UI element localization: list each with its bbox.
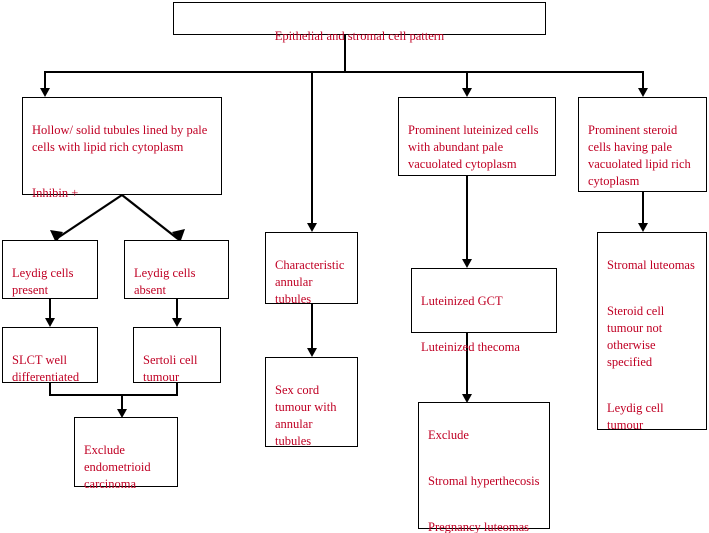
node-sertoli-cell-tumour-label: Sertoli cell tumour xyxy=(143,353,198,384)
node-exclude-stromal-line2: Stromal hyperthecosis xyxy=(428,474,540,488)
edge-merge-to-exclude xyxy=(121,394,123,410)
node-stromal-luteomas: Stromal luteomas Steroid cell tumour not… xyxy=(597,232,707,432)
node-stromal-luteomas-line2: Steroid cell tumour not otherwise specif… xyxy=(607,304,665,369)
edge-distributor-bar xyxy=(44,71,644,73)
node-stromal-luteomas-line1: Stromal luteomas xyxy=(607,258,695,272)
node-exclude-stromal-line1: Exclude xyxy=(428,428,469,442)
node-hollow-solid-tubules: Hollow/ solid tubules lined by pale cell… xyxy=(22,97,222,200)
edge-drop-branch-1 xyxy=(44,71,46,89)
node-sex-cord-tumour-annular-tubules: Sex cord tumour with annular tubules xyxy=(265,357,358,448)
node-characteristic-annular-tubules-label: Characteristic annular tubules xyxy=(275,258,345,306)
node-root: Epithelial and stromal cell pattern xyxy=(173,2,546,43)
edge-fanout-leydig xyxy=(50,194,185,243)
node-luteinized-gct-line1: Luteinized GCT xyxy=(421,294,503,308)
arrowhead-slct xyxy=(45,318,55,327)
arrowhead-luteinized-gct xyxy=(462,259,472,268)
node-prominent-luteinized-cells-label: Prominent luteinized cells with abundant… xyxy=(408,123,539,171)
node-sertoli-cell-tumour: Sertoli cell tumour xyxy=(133,327,221,384)
node-stromal-luteomas-line3: Leydig cell tumour xyxy=(607,401,664,432)
arrowhead-sertoli xyxy=(172,318,182,327)
node-prominent-luteinized-cells: Prominent luteinized cells with abundant… xyxy=(398,97,556,176)
edge-drop-branch-2 xyxy=(311,71,313,224)
node-exclude-stromal-line3: Pregnancy luteomas xyxy=(428,520,530,533)
arrowhead-branch-2 xyxy=(307,223,317,232)
edge-luteinized-to-gct xyxy=(466,176,468,260)
node-hollow-solid-tubules-line1: Hollow/ solid tubules lined by pale cell… xyxy=(32,123,208,154)
node-leydig-cells-absent: Leydig cells absent xyxy=(124,240,229,299)
arrowhead-exclude-stromal xyxy=(462,394,472,403)
node-exclude-endometrioid-carcinoma-label: Exclude endometrioid carcinoma xyxy=(84,443,151,491)
edge-steroid-to-stromal-luteomas xyxy=(642,192,644,224)
edge-merge-bar-exclude xyxy=(49,394,178,396)
edge-drop-branch-4 xyxy=(642,71,644,89)
edge-sertoli-down xyxy=(176,383,178,396)
node-hollow-solid-tubules-line2: Inhibin + xyxy=(32,186,79,200)
arrowhead-stromal-luteomas xyxy=(638,223,648,232)
node-root-label: Epithelial and stromal cell pattern xyxy=(274,29,445,43)
node-exclude-endometrioid-carcinoma: Exclude endometrioid carcinoma xyxy=(74,417,178,491)
arrowhead-branch-4 xyxy=(638,88,648,97)
node-slct-well-differentiated-label: SLCT well differentiated xyxy=(12,353,80,384)
node-prominent-steroid-cells: Prominent steroid cells having pale vacu… xyxy=(578,97,707,192)
arrowhead-sex-cord-tumour xyxy=(307,348,317,357)
node-prominent-steroid-cells-label: Prominent steroid cells having pale vacu… xyxy=(588,123,691,188)
edge-leydig-absent-to-sertoli xyxy=(176,299,178,319)
edge-annular-to-sexcord xyxy=(311,304,313,349)
edge-leydig-present-to-slct xyxy=(49,299,51,319)
arrowhead-branch-3 xyxy=(462,88,472,97)
node-leydig-cells-present: Leydig cells present xyxy=(2,240,98,299)
node-characteristic-annular-tubules: Characteristic annular tubules xyxy=(265,232,358,306)
edge-root-stem xyxy=(344,35,346,72)
edge-gct-to-exclude xyxy=(466,333,468,395)
node-luteinized-gct-line2: Luteinized thecoma xyxy=(421,340,520,354)
arrowhead-exclude-endometrioid xyxy=(117,409,127,418)
edge-drop-branch-3 xyxy=(466,71,468,89)
node-luteinized-gct: Luteinized GCT Luteinized thecoma xyxy=(411,268,557,354)
node-sex-cord-tumour-annular-tubules-label: Sex cord tumour with annular tubules xyxy=(275,383,337,448)
node-slct-well-differentiated: SLCT well differentiated xyxy=(2,327,98,384)
node-exclude-stromal-hyperthecosis: Exclude Stromal hyperthecosis Pregnancy … xyxy=(418,402,550,533)
node-leydig-cells-present-label: Leydig cells present xyxy=(12,266,74,297)
arrowhead-branch-1 xyxy=(40,88,50,97)
edge-slct-down xyxy=(49,383,51,396)
node-leydig-cells-absent-label: Leydig cells absent xyxy=(134,266,196,297)
